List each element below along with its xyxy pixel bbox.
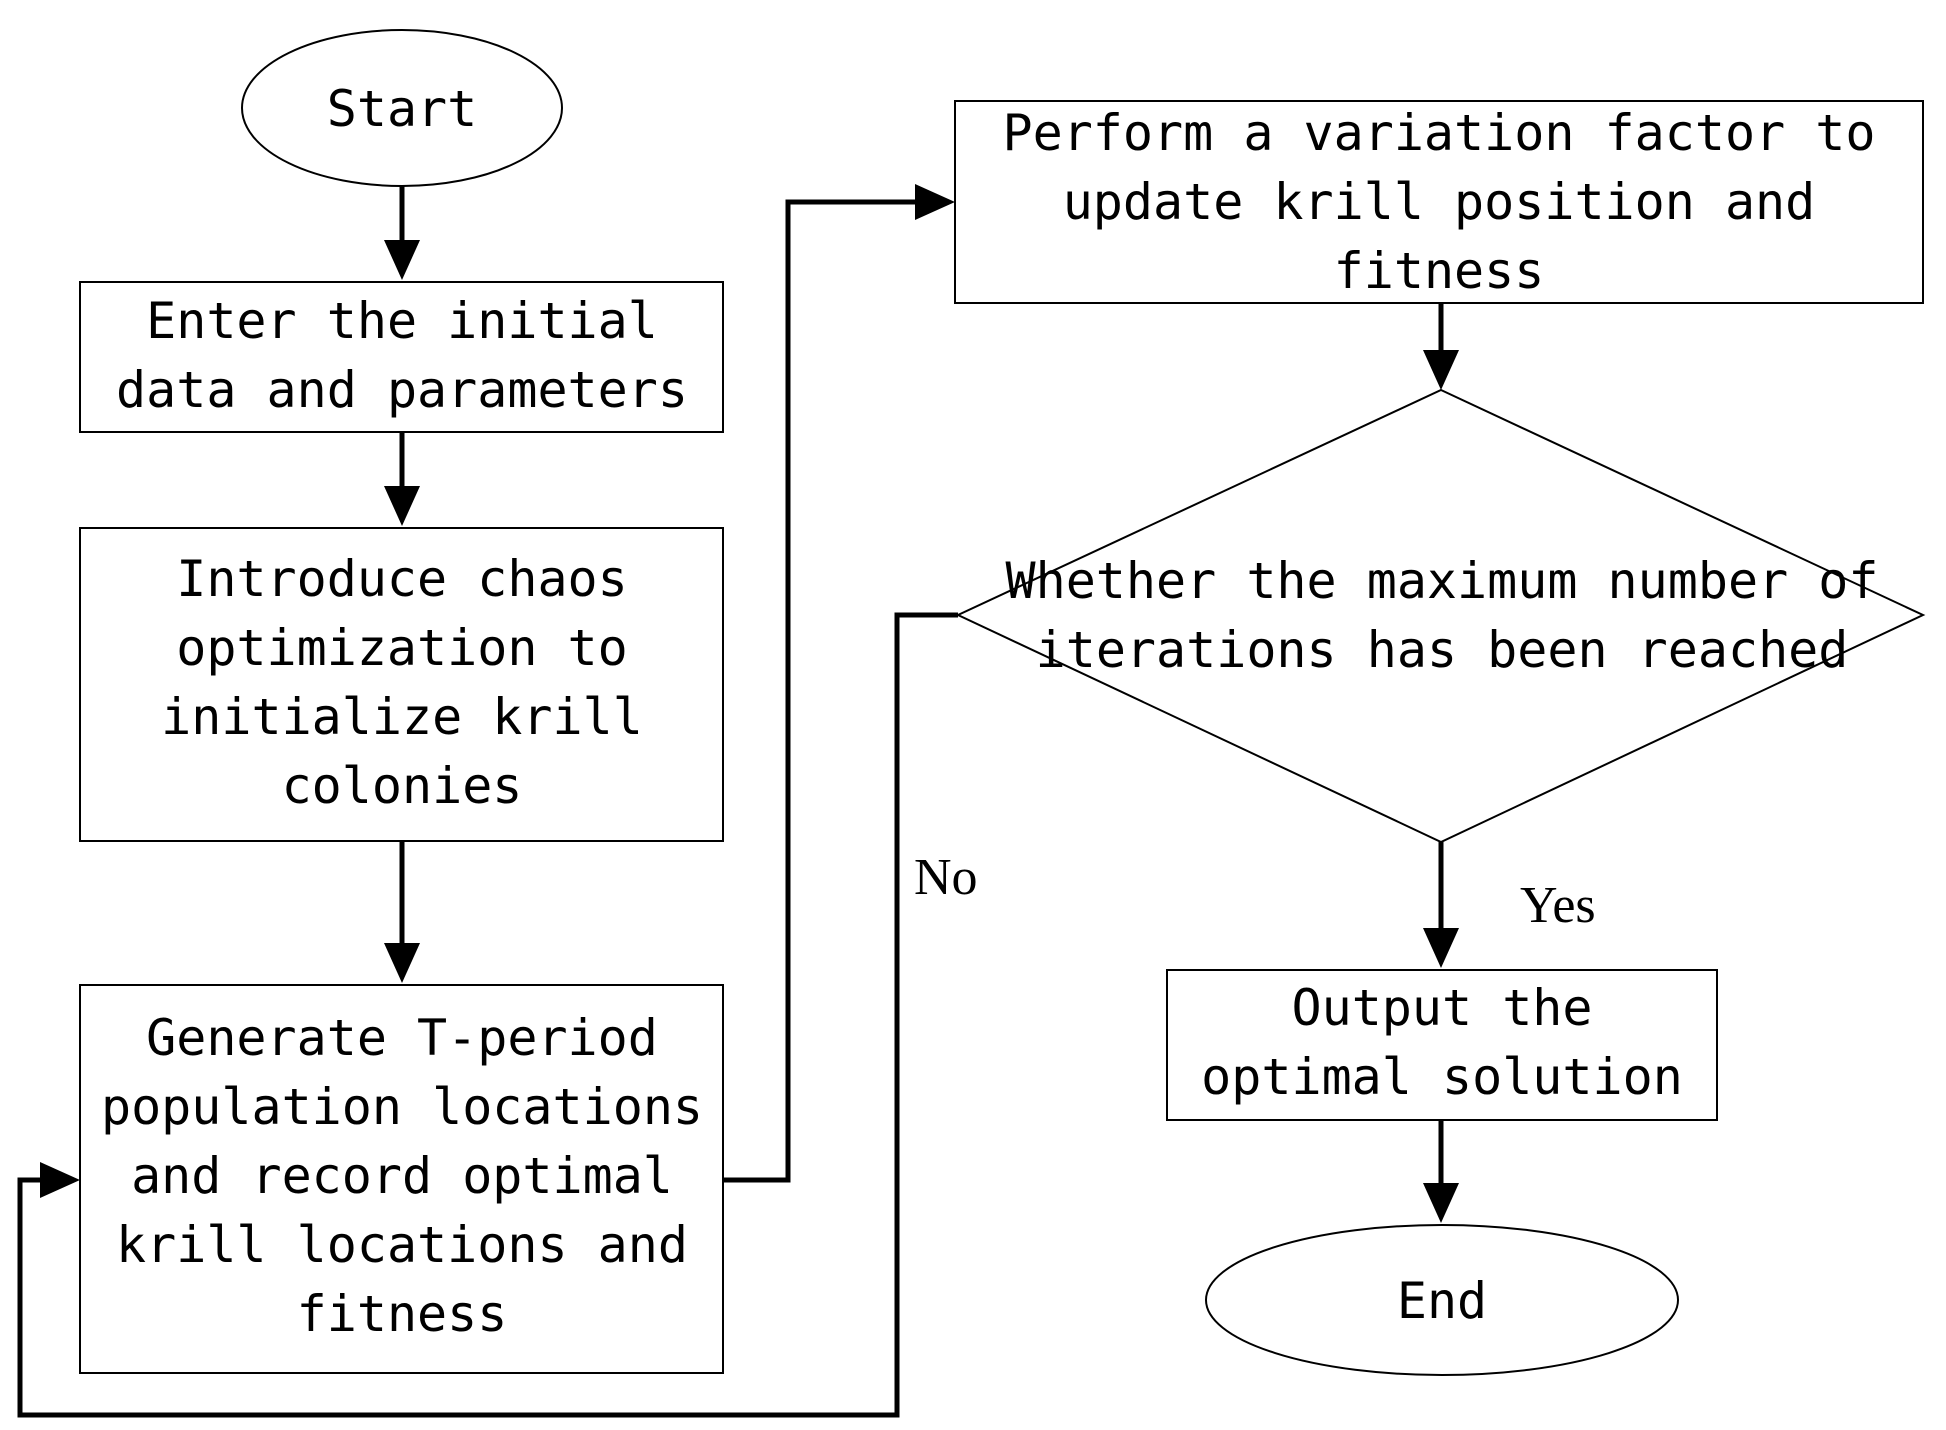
node-label-line: update krill position and	[1063, 173, 1816, 231]
decision-diamond	[955, 388, 1926, 844]
node-label-line: optimal solution	[1201, 1048, 1683, 1106]
variation-box	[954, 100, 1924, 304]
node-label-line: Output the	[1291, 979, 1592, 1037]
node-label-line: Start	[327, 80, 478, 138]
edge-label-no: No	[914, 849, 978, 906]
arrow-generate-to-variation	[723, 184, 955, 1183]
node-label-line: Enter the initial	[146, 292, 658, 350]
arrow-decision-yes-to-output	[1423, 842, 1459, 968]
node-label-line: fitness	[1334, 242, 1545, 300]
start-label: Start	[327, 80, 478, 138]
generate-label: Generate T-period population locations and…	[101, 1009, 703, 1343]
node-label-line: optimization to	[176, 619, 628, 677]
node-label-line: and record optimal	[131, 1147, 673, 1205]
node-label-line: initialize krill	[161, 688, 643, 746]
arrow-output-to-end	[1423, 1120, 1459, 1223]
arrow-start-to-enter	[384, 186, 420, 280]
node-label-line: krill locations and	[116, 1216, 688, 1274]
node-label-line: data and parameters	[116, 361, 688, 419]
end-terminal	[1205, 1224, 1679, 1376]
node-label-line: End	[1397, 1272, 1487, 1330]
node-label-line: Generate T-period	[146, 1009, 658, 1067]
node-label-line: population locations	[101, 1078, 703, 1136]
chaos-init-label: Introduce chaos optimization to initialize…	[161, 550, 643, 815]
decision-label: Whether the maximum number of iterations …	[1006, 552, 1879, 679]
node-label-line: fitness	[297, 1285, 508, 1343]
generate-box	[79, 984, 724, 1374]
arrow-chaos-to-generate	[384, 841, 420, 983]
arrow-variation-to-decision	[1423, 303, 1459, 390]
node-label-line: colonies	[282, 757, 523, 815]
node-label-line: Whether the maximum number of	[1006, 552, 1879, 610]
chaos-init-box	[79, 527, 724, 842]
node-label-line: Perform a variation factor to	[1003, 104, 1876, 162]
end-label: End	[1397, 1272, 1487, 1330]
arrow-decision-no-loop	[17, 612, 958, 1418]
output-label: Output the optimal solution	[1201, 979, 1683, 1106]
arrow-enter-to-chaos	[384, 432, 420, 526]
variation-label: Perform a variation factor to update kril…	[1003, 104, 1876, 300]
enter-data-box	[79, 281, 724, 433]
node-label-line: Introduce chaos	[176, 550, 628, 608]
node-label-line: iterations has been reached	[1036, 621, 1849, 679]
enter-data-label: Enter the initial data and parameters	[116, 292, 688, 419]
edge-label-yes: Yes	[1520, 877, 1596, 934]
